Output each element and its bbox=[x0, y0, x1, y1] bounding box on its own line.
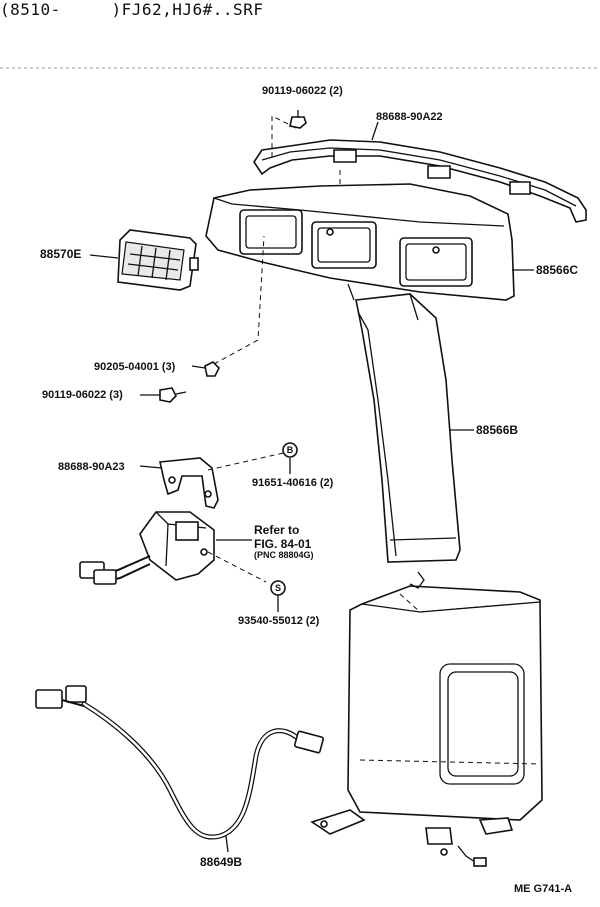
leader-88649B bbox=[225, 835, 229, 853]
model-header: (8510- )FJ62,HJ6#..SRF bbox=[0, 0, 264, 19]
label-88566B: 88566B bbox=[476, 423, 518, 437]
leader-b bbox=[207, 451, 289, 471]
label-88566C: 88566C bbox=[536, 263, 578, 277]
leader-s bbox=[207, 551, 267, 583]
label-90205-04001-3: 90205-04001 (3) bbox=[94, 361, 176, 373]
bolt-90119-06022-top bbox=[289, 110, 307, 129]
label-88570E: 88570E bbox=[40, 247, 81, 261]
console-housing-88566C bbox=[205, 183, 515, 301]
mount-assembly bbox=[79, 511, 215, 585]
nut-90205-04001 bbox=[204, 361, 220, 377]
leader-88688-90A23 bbox=[139, 465, 163, 469]
leader-90205 bbox=[191, 365, 206, 369]
bolt-90119-06022-lower bbox=[159, 387, 187, 403]
bracket-88688-90A23 bbox=[159, 457, 219, 509]
label-90119-06022-3: 90119-06022 (3) bbox=[42, 389, 123, 401]
label-88688-90A22: 88688-90A22 bbox=[376, 111, 443, 123]
switch-88570E bbox=[117, 229, 199, 291]
leader-88570E bbox=[89, 254, 119, 259]
marker-b: B bbox=[282, 442, 298, 458]
marker-b-text: B bbox=[287, 445, 294, 455]
label-fig-ref: FIG. 84-01 bbox=[254, 537, 312, 551]
column-88566B bbox=[347, 283, 461, 563]
bracket-88688-90A22 bbox=[253, 139, 587, 223]
wire-harness-88649B bbox=[35, 685, 324, 840]
leader-nut bbox=[213, 235, 265, 365]
label-88688-90A23: 88688-90A23 bbox=[58, 461, 125, 473]
leader-88688-90A22 bbox=[371, 121, 379, 141]
label-93540-55012-2: 93540-55012 (2) bbox=[238, 615, 320, 627]
leader-bolt-top bbox=[271, 115, 297, 160]
label-90119-06022-2: 90119-06022 (2) bbox=[262, 85, 343, 97]
label-pnc-ref: (PNC 88804G) bbox=[254, 550, 314, 560]
marker-s-text: S bbox=[275, 583, 281, 593]
marker-s: S bbox=[270, 580, 286, 596]
label-91651-40616-2: 91651-40616 (2) bbox=[252, 477, 334, 489]
label-refer-to: Refer to bbox=[254, 523, 299, 537]
rear-console-box bbox=[310, 571, 543, 867]
footer-code: ME G741-A bbox=[514, 883, 572, 895]
label-88649B: 88649B bbox=[200, 855, 242, 869]
